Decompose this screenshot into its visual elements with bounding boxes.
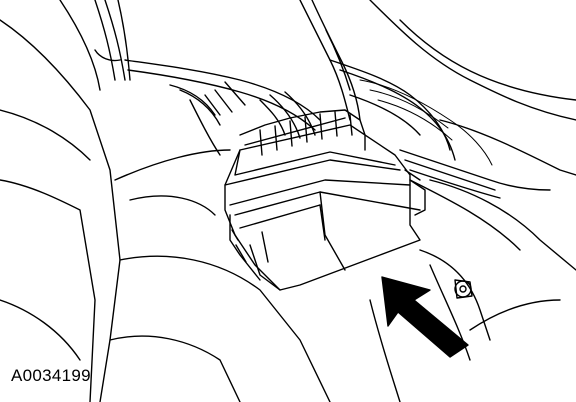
- figure-reference-code: A0034199: [11, 366, 91, 385]
- electronic-module: [224, 124, 426, 291]
- wiring-harness: [94, 0, 551, 251]
- connector-block: [239, 109, 366, 156]
- bolt: [454, 279, 473, 299]
- callout-arrow: [381, 276, 469, 358]
